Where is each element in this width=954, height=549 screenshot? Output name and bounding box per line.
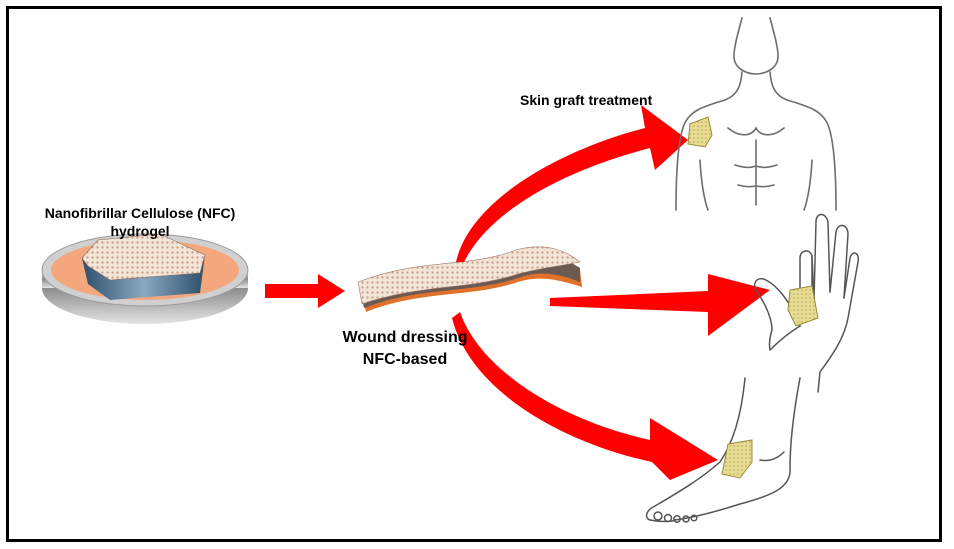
human-torso-icon [676, 18, 836, 210]
arrow-to-dressing [265, 274, 345, 308]
wound-dressing-label-line1: Wound dressing [330, 327, 480, 349]
arrow-to-hand [550, 274, 770, 336]
wound-dressing-label: Wound dressing NFC-based [330, 327, 480, 371]
nfc-hydrogel-label-line2: hydrogel [35, 222, 245, 240]
nfc-hydrogel-label-line1: Nanofibrillar Cellulose (NFC) [35, 204, 245, 222]
wound-dressing-icon [358, 247, 582, 312]
arrow-to-foot [452, 312, 718, 480]
arrow-to-torso [456, 105, 688, 262]
nfc-hydrogel-label: Nanofibrillar Cellulose (NFC) hydrogel [35, 204, 245, 240]
skin-graft-patch-torso [688, 117, 712, 147]
petri-dish-icon [42, 234, 248, 324]
skin-graft-patch-foot [722, 440, 752, 478]
wound-dressing-label-line2: NFC-based [330, 349, 480, 371]
skin-graft-patch-hand [788, 286, 818, 326]
skin-graft-label: Skin graft treatment [520, 92, 652, 108]
